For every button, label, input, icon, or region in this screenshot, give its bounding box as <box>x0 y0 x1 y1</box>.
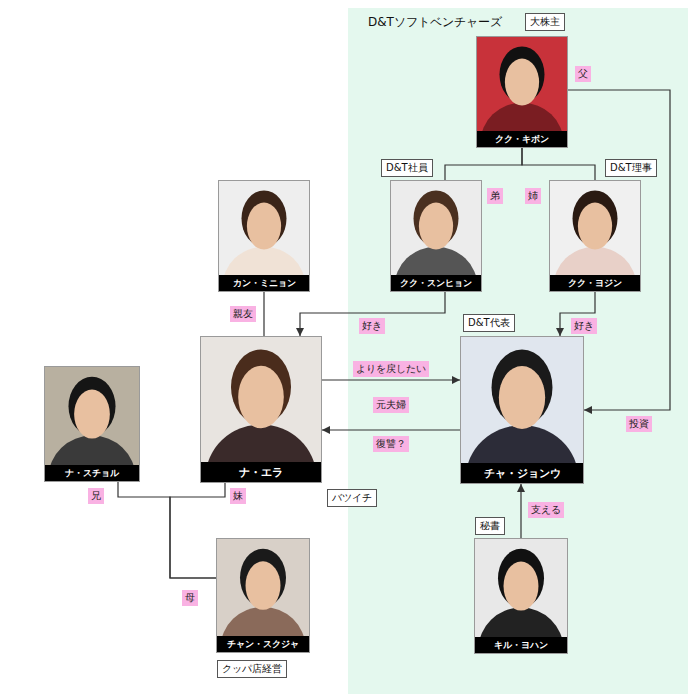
person-name: クク・ヨジン <box>568 277 622 290</box>
relation-connector <box>322 379 460 380</box>
person-name: ナ・スチョル <box>65 467 119 480</box>
portrait-placeholder <box>461 337 583 463</box>
relation-note: 父 <box>575 66 591 82</box>
relation-label: よりを戻したい <box>353 361 429 377</box>
name-bar: クク・キボン <box>477 131 567 147</box>
relation-connector <box>445 148 522 180</box>
name-bar: ナ・スチョル <box>45 465 139 481</box>
relation-label: 好き <box>571 318 597 334</box>
portrait-face <box>238 366 284 429</box>
name-bar: チャン・スクジャ <box>217 636 309 652</box>
person-card: ナ・スチョル <box>44 366 140 482</box>
relation-label: 兄 <box>88 488 104 504</box>
portrait-face <box>578 203 612 250</box>
person-card: チャン・スクジャクッパ店経営 <box>216 538 310 653</box>
role-tag: 大株主 <box>525 13 565 31</box>
person-name: チャン・スクジャ <box>227 638 299 651</box>
relation-label: 復讐？ <box>373 436 409 452</box>
person-card: クク・スンヒョンD&T社員 <box>390 180 482 292</box>
portrait-placeholder <box>477 37 567 131</box>
relation-connector <box>322 429 460 430</box>
relation-connector <box>263 292 264 336</box>
portrait-placeholder <box>45 367 139 465</box>
portrait-body <box>206 425 316 463</box>
role-tag: D&T理事 <box>605 159 657 177</box>
relation-label: 投資 <box>626 416 652 432</box>
person-card: チャ・ジョンウD&T代表 <box>460 336 584 484</box>
portrait-body <box>466 425 578 463</box>
person-name: クク・スンヒョン <box>400 277 472 290</box>
portrait-body <box>221 607 306 636</box>
relation-label: 弟 <box>487 188 503 204</box>
relation-connector <box>300 292 445 336</box>
portrait-placeholder <box>391 181 481 275</box>
portrait-placeholder <box>201 337 321 462</box>
portrait-placeholder <box>475 539 567 637</box>
portrait-face <box>499 366 545 429</box>
company-band: D&Tソフトベンチャーズクク・キボン大株主クク・スンヒョンD&T社員クク・ヨジン… <box>348 8 688 694</box>
portrait-body <box>49 436 135 465</box>
role-tag: D&T代表 <box>463 314 515 332</box>
relation-label: 妹 <box>230 488 246 504</box>
name-bar: ナ・エラ <box>201 462 321 482</box>
portrait-placeholder <box>217 539 309 636</box>
relation-note: 元夫婦 <box>373 397 409 413</box>
person-card: クク・ヨジンD&T理事 <box>549 180 641 292</box>
portrait-body <box>554 247 637 275</box>
role-tag: クッパ店経営 <box>217 660 287 678</box>
role-tag: 秘書 <box>475 517 505 535</box>
relation-label: 親友 <box>230 306 256 322</box>
person-name: ナ・エラ <box>239 465 283 480</box>
person-name: チャ・ジョンウ <box>484 466 561 481</box>
portrait-body <box>223 247 306 275</box>
relation-label: 支える <box>528 502 564 518</box>
role-tag: バツイチ <box>327 489 377 507</box>
portrait-face <box>504 562 539 611</box>
person-card: クク・キボン大株主 <box>476 36 568 148</box>
name-bar: チャ・ジョンウ <box>461 463 583 483</box>
portrait-face <box>505 59 539 106</box>
relation-label: 好き <box>359 318 385 334</box>
portrait-body <box>481 103 564 131</box>
person-card: キル・ヨハン秘書 <box>474 538 568 654</box>
name-bar: カン・ミニョン <box>219 275 309 291</box>
portrait-face <box>246 561 281 610</box>
portrait-face <box>247 203 281 250</box>
person-card: ナ・エラバツイチ <box>200 336 322 483</box>
company-band-fill <box>348 8 688 694</box>
person-name: カン・ミニョン <box>233 277 296 290</box>
company-name: D&Tソフトベンチャーズ <box>368 14 502 31</box>
relation-connector <box>520 484 521 538</box>
name-bar: クク・スンヒョン <box>391 275 481 291</box>
portrait-face <box>419 203 453 250</box>
portrait-placeholder <box>219 181 309 275</box>
relation-note: 母 <box>182 590 198 606</box>
portrait-body <box>395 247 478 275</box>
name-bar: キル・ヨハン <box>475 637 567 653</box>
portrait-placeholder <box>550 181 640 275</box>
person-card: カン・ミニョン <box>218 180 310 292</box>
person-name: キル・ヨハン <box>494 639 548 652</box>
person-name: クク・キボン <box>495 133 549 146</box>
portrait-body <box>479 608 564 637</box>
relation-label: 姉 <box>525 188 541 204</box>
portrait-face <box>74 390 110 439</box>
name-bar: クク・ヨジン <box>550 275 640 291</box>
relation-connector <box>522 148 595 180</box>
role-tag: D&T社員 <box>381 159 433 177</box>
